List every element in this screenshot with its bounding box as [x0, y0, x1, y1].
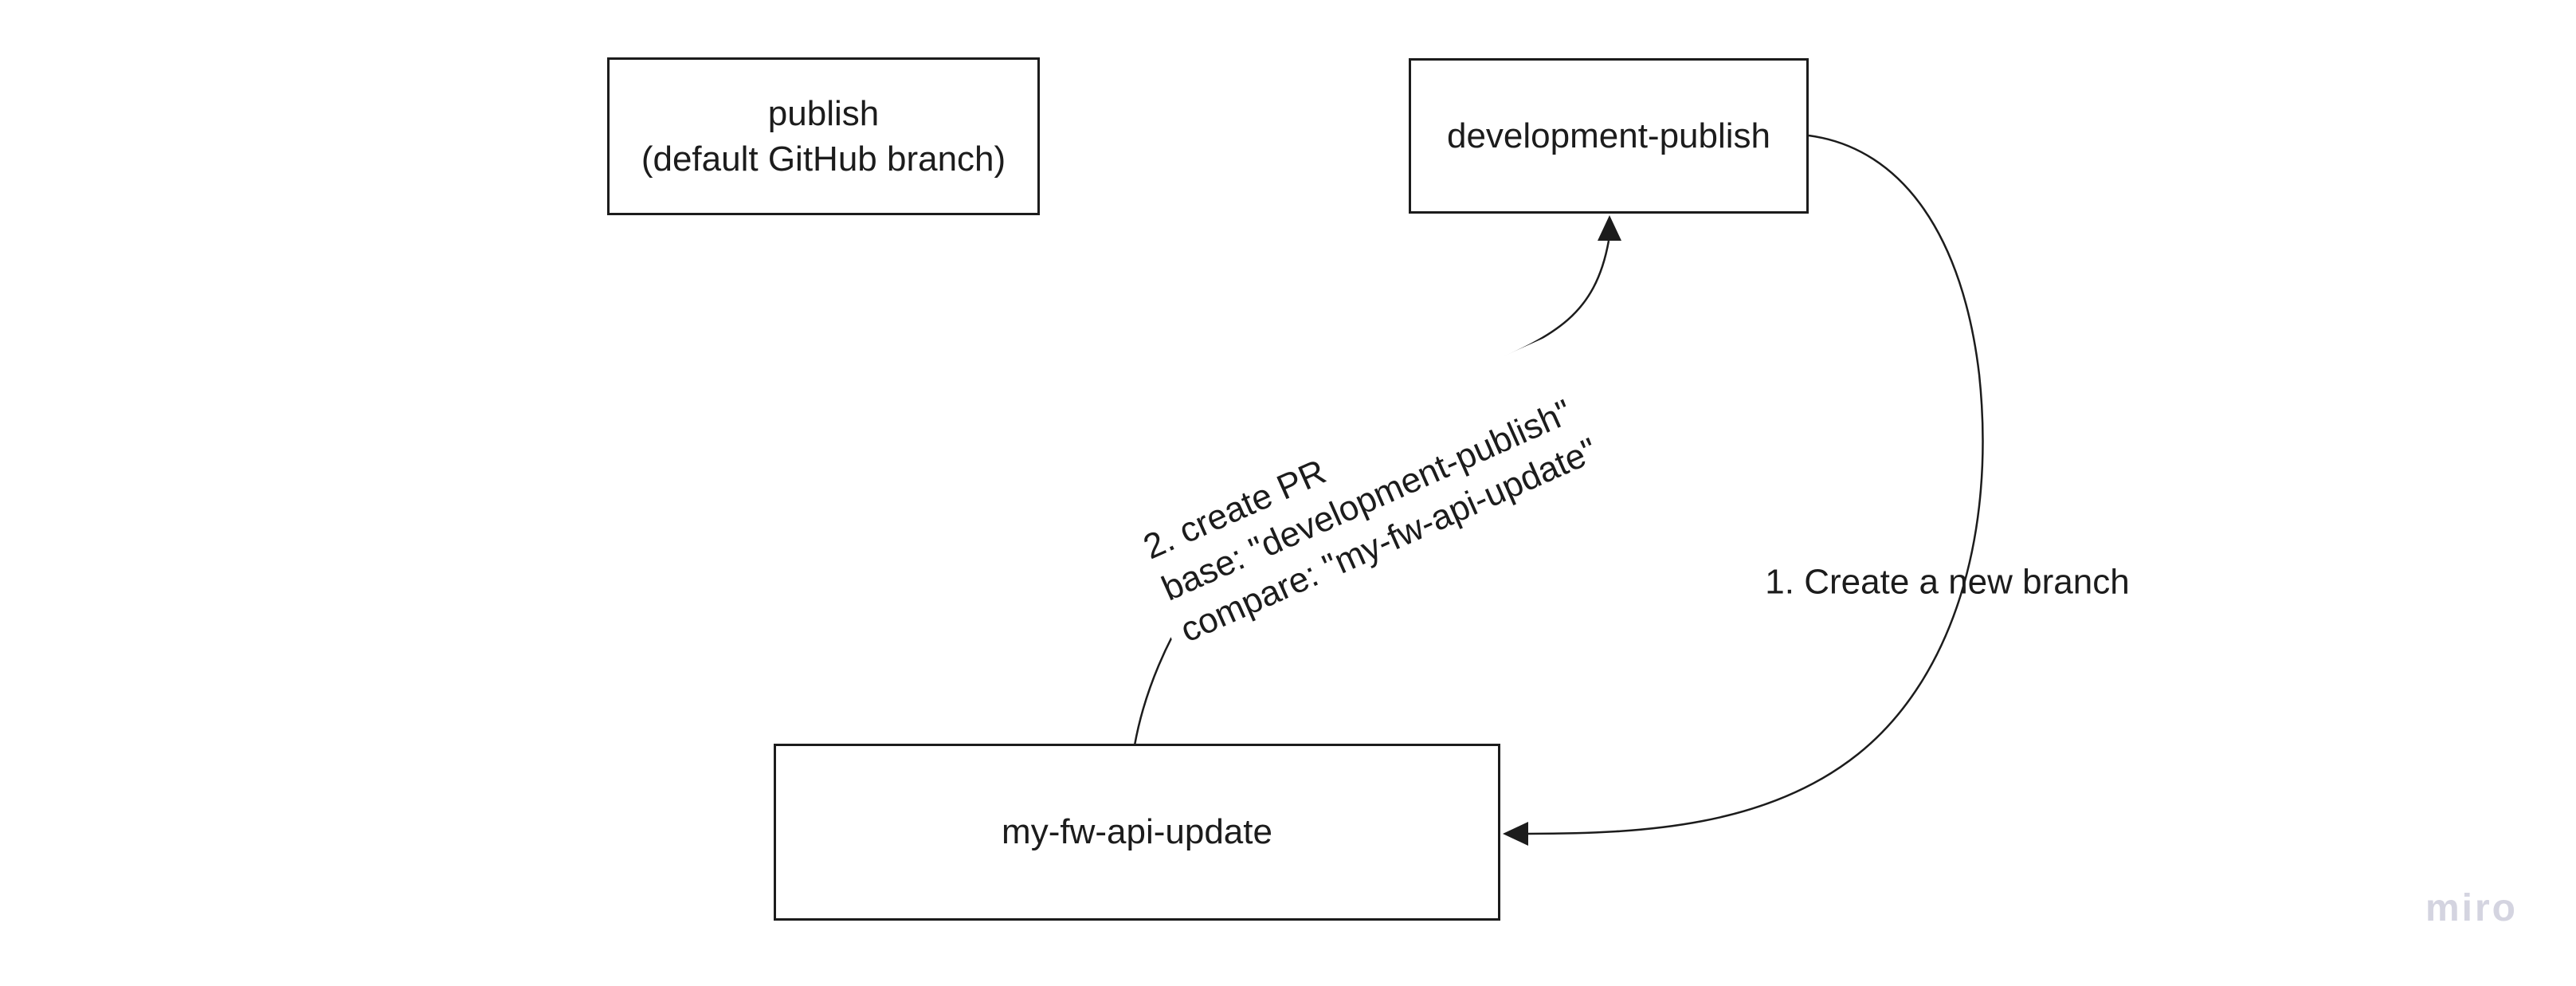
miro-watermark-logo: miro [2425, 887, 2518, 929]
node-my-fw-api-update-label: my-fw-api-update [1002, 812, 1272, 852]
edge-create-branch-line [1527, 134, 1984, 835]
edge-create-branch-arrowhead [1503, 822, 1528, 846]
node-development-publish-label: development-publish [1446, 116, 1771, 155]
edge-label-create-branch-text: 1. Create a new branch [1765, 562, 2130, 602]
node-development-publish: development-publish [1409, 58, 1809, 214]
node-publish-label: publish [767, 93, 880, 133]
edge-create-pr-arrowhead [1598, 215, 1621, 241]
edge-label-create-branch: 1. Create a new branch [1765, 559, 2129, 604]
node-my-fw-api-update: my-fw-api-update [774, 744, 1500, 921]
node-publish: publish (default GitHub branch) [607, 57, 1040, 215]
node-publish-sublabel: (default GitHub branch) [641, 139, 1006, 179]
